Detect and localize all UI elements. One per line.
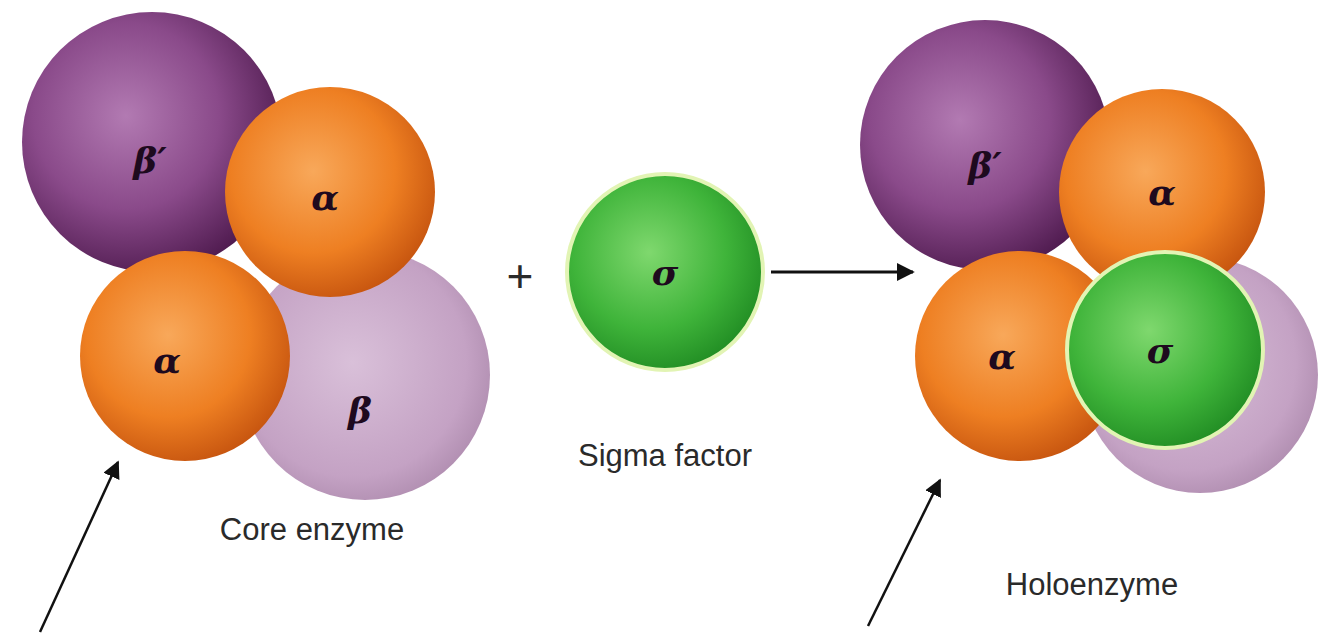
reaction-arrow (771, 271, 913, 274)
alpha-subunit: α (80, 251, 290, 461)
circle-fill (80, 251, 290, 461)
alpha-subunit: α (225, 87, 435, 297)
leader-arrow (868, 480, 940, 626)
subunit-label: β′ (133, 139, 166, 181)
circle-fill (1067, 252, 1263, 448)
caption-label: Holoenzyme (1006, 567, 1178, 603)
subunit-label: α (311, 176, 339, 218)
subunit-label: σ (652, 251, 679, 293)
subunit-label: σ (1147, 329, 1174, 371)
subunit-label: β (348, 389, 372, 431)
subunit-label: α (1148, 171, 1176, 213)
circle-fill (240, 250, 490, 500)
sigma-factor: σ (1065, 250, 1265, 450)
sigma-factor: σ (565, 172, 765, 372)
subunit-label: α (988, 335, 1016, 377)
circle-fill (225, 87, 435, 297)
circle-shape (80, 251, 290, 461)
circle-fill (567, 174, 763, 370)
plus-sign: + (507, 249, 534, 303)
subunit-label: β′ (968, 144, 1001, 186)
caption-label: Sigma factor (578, 438, 752, 474)
caption-label: Core enzyme (220, 512, 404, 548)
subunit-label: α (153, 339, 181, 381)
leader-arrow (40, 462, 118, 632)
